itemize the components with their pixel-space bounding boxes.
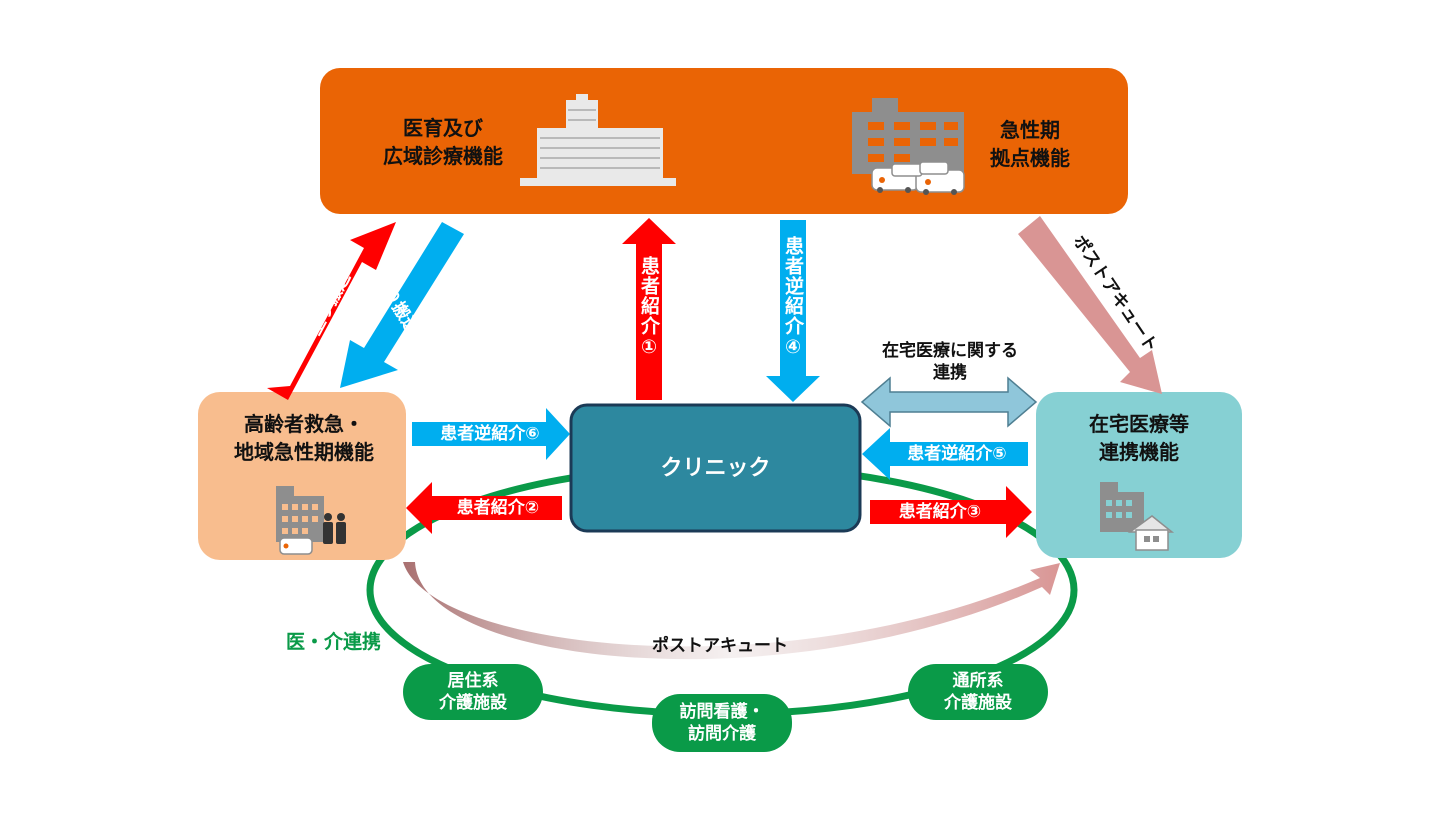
daycare-line1: 通所系	[952, 671, 1004, 691]
down-transport-arrow	[340, 222, 464, 388]
care-loop-label: 医・介連携	[286, 631, 382, 653]
left-box-line1: 高齢者救急・	[244, 412, 364, 436]
referral-2-label: 患者紹介②	[456, 498, 540, 518]
referral-1-label: 患者紹介①	[638, 256, 660, 359]
homecare-coordination-label: 在宅医療に関する 連携	[862, 340, 1038, 384]
top-right-label-line2: 拠点機能	[990, 146, 1070, 170]
reverse-referral-6-label: 患者逆紹介⑥	[440, 424, 540, 444]
clinic-label: クリニック	[660, 456, 771, 481]
large-hospital-icon	[520, 94, 676, 186]
visiting-care-line1: 訪問看護・	[679, 702, 765, 722]
residential-care-pill: 居住系 介護施設	[403, 664, 543, 720]
clinic-box	[569, 403, 862, 533]
right-box-line2: 連携機能	[1099, 440, 1179, 464]
daycare-line2: 介護施設	[944, 693, 1012, 713]
referral-1-arrow	[622, 218, 676, 400]
post-acute-curve-label: ポストアキュート	[652, 636, 788, 656]
residential-care-line1: 居住系	[447, 671, 499, 691]
left-hospital-box	[198, 392, 406, 560]
reverse-referral-5-arrow	[862, 428, 1028, 480]
left-box-line2: 地域急性期機能	[234, 440, 374, 464]
community-hospital-icon	[276, 486, 346, 555]
reverse-referral-5-label: 患者逆紹介⑤	[907, 444, 1007, 464]
reverse-referral-6-arrow	[412, 408, 570, 460]
top-left-label: 医育及び 広域診療機能	[368, 114, 518, 170]
top-left-label-line1: 医育及び	[403, 116, 483, 140]
right-homecare-box	[1036, 392, 1242, 558]
residential-care-line2: 介護施設	[439, 693, 507, 713]
left-box-label: 高齢者救急・ 地域急性期機能	[206, 410, 402, 466]
homecare-coordination-line2: 連携	[933, 363, 967, 383]
acute-hospital-icon	[852, 98, 965, 195]
post-acute-diagonal-arrow	[1018, 216, 1162, 394]
visiting-care-pill: 訪問看護・ 訪問介護	[652, 694, 792, 752]
homecare-coordination-arrow	[860, 376, 1038, 428]
homecare-coordination-line1: 在宅医療に関する	[882, 341, 1018, 361]
daycare-pill: 通所系 介護施設	[908, 664, 1048, 720]
homecare-facility-icon	[1100, 482, 1175, 551]
top-left-label-line2: 広域診療機能	[383, 144, 503, 168]
top-right-label: 急性期 拠点機能	[980, 116, 1080, 172]
referral-3-arrow	[870, 486, 1032, 538]
reverse-referral-4-label: 患者逆紹介④	[782, 236, 804, 359]
reverse-referral-4-arrow	[766, 220, 820, 402]
post-acute-curve-arrow	[403, 562, 1060, 660]
up-transport-arrow	[267, 222, 396, 400]
visiting-care-line2: 訪問介護	[688, 724, 756, 744]
referral-2-arrow	[406, 482, 562, 534]
top-right-label-line1: 急性期	[1000, 118, 1060, 142]
right-box-line1: 在宅医療等	[1089, 412, 1189, 436]
referral-3-label: 患者紹介③	[898, 502, 982, 522]
right-box-label: 在宅医療等 連携機能	[1042, 410, 1236, 466]
